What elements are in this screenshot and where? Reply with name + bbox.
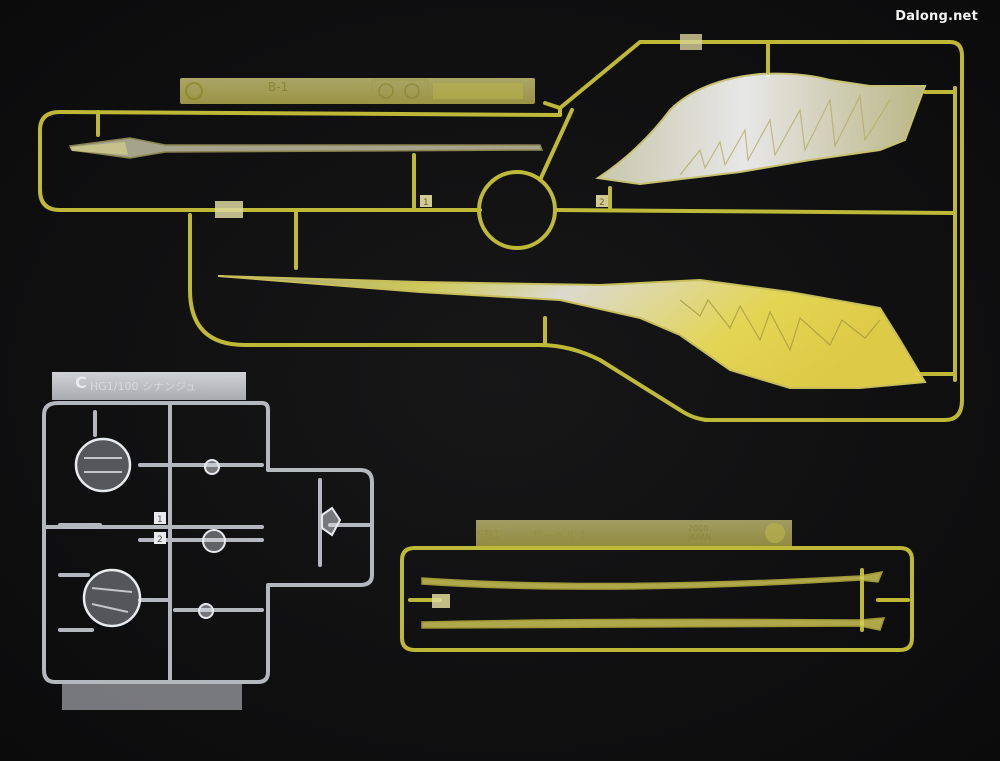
watermark: Dalong.net — [895, 9, 978, 24]
runner-b-frame-left — [38, 101, 562, 212]
saber-stick — [421, 617, 886, 631]
runner-b-tag-flower — [404, 83, 420, 99]
feather-blade-upper-detail — [679, 93, 891, 176]
runner-sb-code: SB1 — [477, 528, 501, 542]
runner-b-tag-circle — [185, 82, 203, 100]
feather-blade-upper — [595, 72, 927, 186]
clear-small-part — [204, 459, 220, 475]
runner-b-ring — [477, 170, 557, 250]
runner-c-letter: C — [75, 373, 87, 392]
runner-c — [42, 401, 374, 684]
runner-sb-year: 2008 — [688, 524, 709, 533]
runner-c-bottom-plate — [62, 684, 242, 710]
runner-b-tag-box — [371, 79, 429, 103]
runner-c-number-tag — [154, 532, 166, 544]
feather-blade-lower-detail — [679, 298, 881, 352]
runner-sb-tag-plate — [476, 520, 792, 546]
clear-fin-part — [321, 506, 342, 537]
runner-c-tag-plate — [52, 372, 246, 400]
runner-sb-name: サーベル 1 — [532, 529, 587, 542]
clear-small-part — [198, 603, 214, 619]
sword-blade-thin-hilt — [70, 142, 128, 155]
runner-b-tag-logo — [433, 83, 523, 99]
runner-b-frame-bottom — [188, 213, 712, 422]
runner-c-label: HG1/100 シナンジュ — [90, 380, 197, 393]
runner-c-number-tag — [154, 512, 166, 524]
runner-b-number-tag — [420, 195, 432, 207]
runner-b-mid-bar-right — [553, 208, 957, 215]
runner-b-tab — [215, 201, 243, 218]
runner-b-frame-top — [558, 40, 964, 422]
runner-b-tag-flower — [378, 83, 394, 99]
runner-c-frame — [42, 401, 374, 684]
runner-sb-frame — [400, 546, 914, 652]
runner-sb-tab — [432, 594, 450, 608]
runner-c-gate-number: 1 — [157, 515, 163, 525]
clear-dome-detail — [91, 587, 133, 613]
sword-blade-thin — [68, 137, 544, 159]
clear-dome-part — [74, 437, 132, 493]
clear-dome-part — [82, 568, 142, 628]
runner-c-gate-number: 2 — [157, 535, 163, 545]
clear-small-part — [202, 529, 226, 553]
runner-b — [38, 40, 964, 422]
runner-b-ring-arm — [538, 108, 574, 182]
runner-b-gate-number: 2 — [599, 198, 605, 208]
runner-b-number-tag — [596, 195, 608, 207]
runner-sb-country: JAPAN — [688, 533, 712, 542]
clear-dome-detail — [84, 457, 122, 473]
runner-b-tab — [680, 34, 702, 50]
saber-stick — [421, 571, 884, 590]
runner-b-gate-number: 1 — [423, 198, 429, 208]
feather-blade-lower — [217, 275, 927, 389]
runner-b-label: B-1 — [268, 80, 289, 94]
runner-sb-tag-logo — [765, 523, 785, 543]
